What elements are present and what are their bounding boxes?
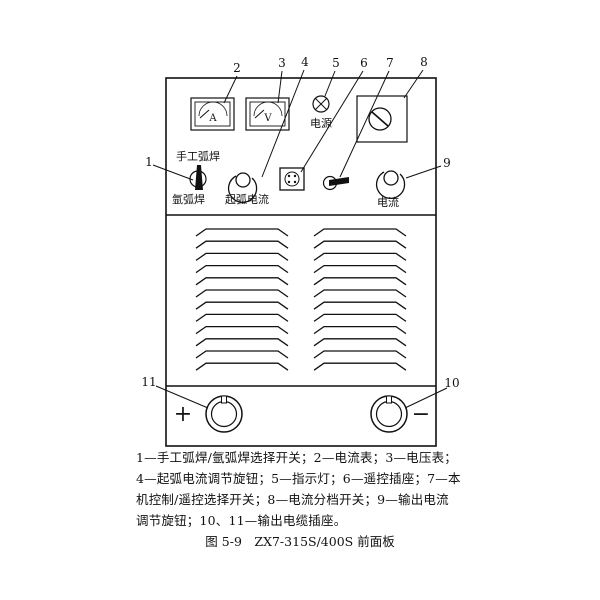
callout-1: 1 — [145, 155, 153, 169]
plus-terminal-label: + — [174, 402, 192, 427]
louver-slat — [195, 277, 289, 286]
legend-line: 调节旋钮；10、11—输出电缆插座。 — [136, 513, 347, 528]
louver-slat — [313, 264, 407, 274]
louver-slat — [313, 350, 407, 359]
positive-output-socket[interactable] — [205, 395, 243, 433]
louver-slat — [195, 289, 289, 298]
callout-9: 9 — [443, 156, 451, 170]
callout-8: 8 — [420, 55, 428, 69]
callout-2: 2 — [233, 61, 241, 75]
louver-slat — [313, 338, 407, 347]
voltmeter: V — [245, 97, 290, 131]
louver-slat — [195, 240, 289, 249]
louver-slat — [195, 301, 289, 310]
negative-output-socket[interactable] — [370, 395, 408, 433]
ventilation-louvers — [195, 228, 407, 371]
louver-slat — [195, 362, 289, 371]
louver-slat — [313, 289, 407, 298]
callout-7: 7 — [386, 56, 394, 70]
callout-4: 4 — [301, 55, 309, 69]
callout-3: 3 — [278, 56, 286, 70]
panel-outline — [165, 77, 437, 447]
louver-slat — [313, 240, 407, 249]
ammeter: A — [190, 97, 235, 131]
arc-start-current-label: 起弧电流 — [225, 192, 269, 206]
louver-slat — [195, 313, 289, 322]
legend-line: 4—起弧电流调节旋钮；5—指示灯；6—遥控插座；7—本 — [136, 471, 461, 486]
louver-slat — [313, 301, 407, 310]
welding-mode-toggle[interactable] — [189, 165, 207, 190]
local-remote-switch[interactable] — [322, 175, 350, 191]
callout-11: 11 — [141, 375, 156, 389]
power-label: 电源 — [310, 116, 332, 130]
callout-5: 5 — [332, 56, 340, 70]
figure-legend: 1—手工弧焊/氩弧焊选择开关；2—电流表；3—电压表； 4—起弧电流调节旋钮；5… — [136, 447, 466, 531]
arc-start-current-knob[interactable] — [227, 172, 258, 204]
remote-control-socket[interactable] — [279, 167, 305, 191]
louver-slat — [313, 252, 407, 261]
current-range-switch[interactable] — [356, 95, 408, 143]
louver-slat — [313, 277, 407, 286]
ammeter-unit-label: A — [208, 113, 217, 124]
callout-10: 10 — [444, 376, 459, 390]
current-label: 电流 — [377, 195, 399, 209]
voltmeter-unit-label: V — [263, 113, 272, 124]
louver-slat — [195, 338, 289, 347]
figure-title: 图 5-9 ZX7-315S/400S 前面板 — [205, 534, 395, 549]
leader-lines — [152, 69, 448, 409]
louver-slat — [195, 325, 289, 335]
louver-slat — [313, 313, 407, 322]
callout-6: 6 — [360, 56, 368, 70]
louver-slat — [313, 362, 407, 371]
louver-slat — [195, 350, 289, 359]
louver-slat — [313, 325, 407, 335]
louver-slat — [313, 228, 407, 237]
legend-line: 机控制/遥控选择开关；8—电流分档开关；9—输出电流 — [136, 492, 449, 507]
louver-slat — [195, 264, 289, 274]
louver-slat — [195, 252, 289, 261]
output-current-knob[interactable] — [375, 170, 406, 200]
louver-slat — [195, 228, 289, 237]
minus-terminal-label: − — [412, 402, 430, 427]
indicator-lamp — [312, 95, 330, 113]
argon-arc-label: 氩弧焊 — [172, 192, 205, 206]
legend-line: 1—手工弧焊/氩弧焊选择开关；2—电流表；3—电压表； — [136, 450, 457, 465]
manual-arc-label: 手工弧焊 — [176, 149, 220, 163]
